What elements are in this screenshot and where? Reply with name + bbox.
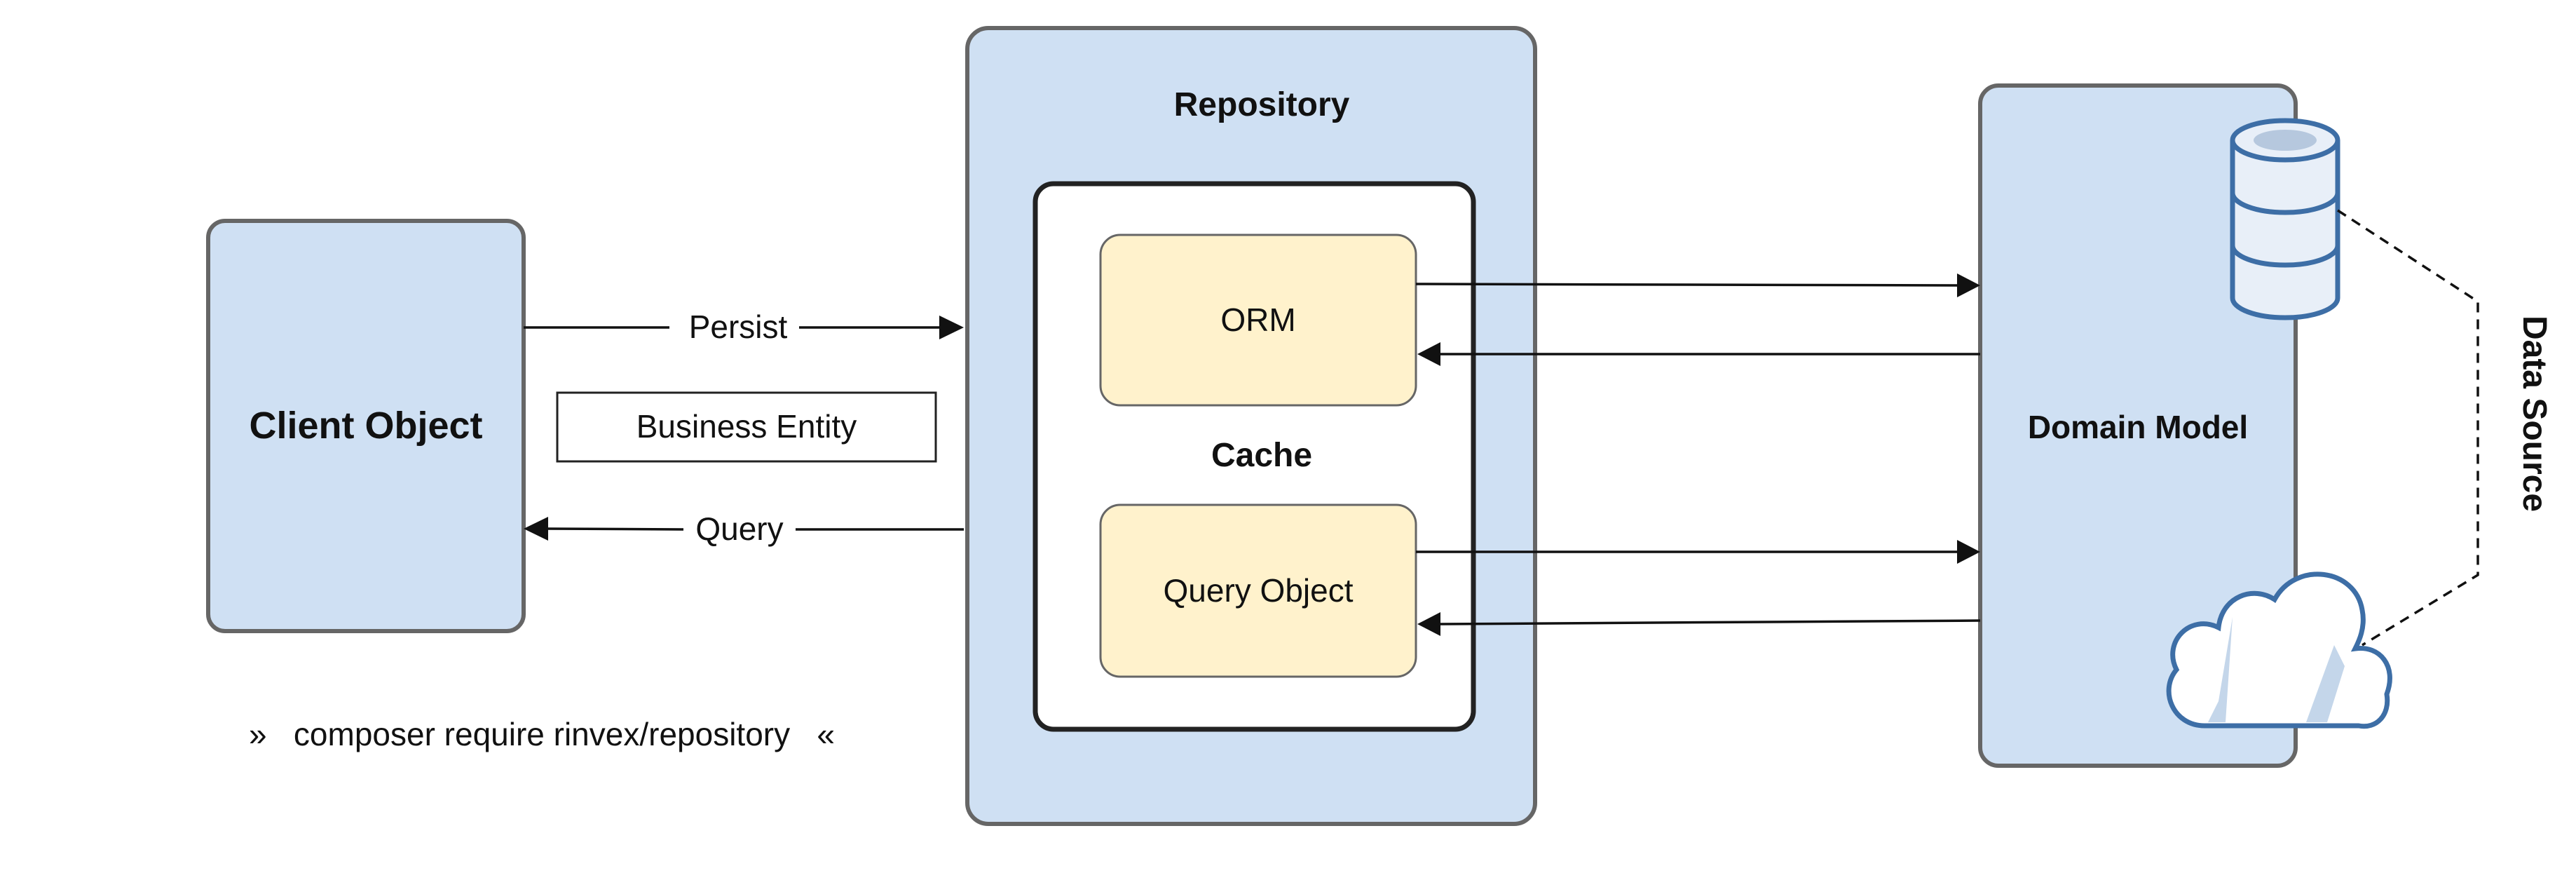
business-entity-node: Business Entity <box>556 391 937 463</box>
business-entity-label: Business Entity <box>636 408 857 445</box>
client-object-node: Client Object <box>206 219 526 633</box>
composer-command-text: » composer require rinvex/repository « <box>249 716 835 752</box>
domain-model-box <box>1978 83 2298 768</box>
orm-label: ORM <box>1220 302 1295 338</box>
orm-to-domain-arrow <box>1415 273 1980 297</box>
cache-label: Cache <box>1211 437 1312 474</box>
query-label: Query <box>695 510 783 547</box>
repository-node: Repository Cache ORM Query Object <box>965 26 1537 826</box>
query-object-to-domain-arrowhead <box>1957 540 1980 564</box>
query-arrowhead <box>524 517 548 541</box>
repository-title: Repository <box>1174 86 1350 123</box>
data-source-bracket: Data Source <box>2337 209 2553 647</box>
query-object-label: Query Object <box>1164 572 1354 609</box>
query-object-to-domain-arrow <box>1416 540 1980 564</box>
data-source-label: Data Source <box>2516 316 2553 512</box>
query-arrow: Query <box>524 510 964 547</box>
domain-to-orm-arrowhead <box>1417 342 1440 366</box>
domain-to-query-object-arrowhead <box>1417 612 1440 636</box>
orm-to-domain-arrowhead <box>1957 273 1980 297</box>
database-icon <box>2230 118 2340 320</box>
persist-label: Persist <box>689 309 788 345</box>
business-entity-box <box>556 391 937 463</box>
persist-arrow: Persist <box>524 309 964 345</box>
cloud-icon <box>2166 571 2392 729</box>
domain-model-label: Domain Model <box>2028 409 2248 445</box>
domain-to-query-object-arrow <box>1417 612 1981 636</box>
orm-box <box>1099 234 1417 407</box>
domain-model-node: Domain Model <box>1978 83 2298 768</box>
persist-arrowhead <box>939 316 964 339</box>
domain-to-orm-arrow <box>1417 342 1980 366</box>
client-object-label: Client Object <box>249 405 482 447</box>
client-object-box <box>206 219 526 633</box>
query-object-box <box>1099 503 1417 678</box>
